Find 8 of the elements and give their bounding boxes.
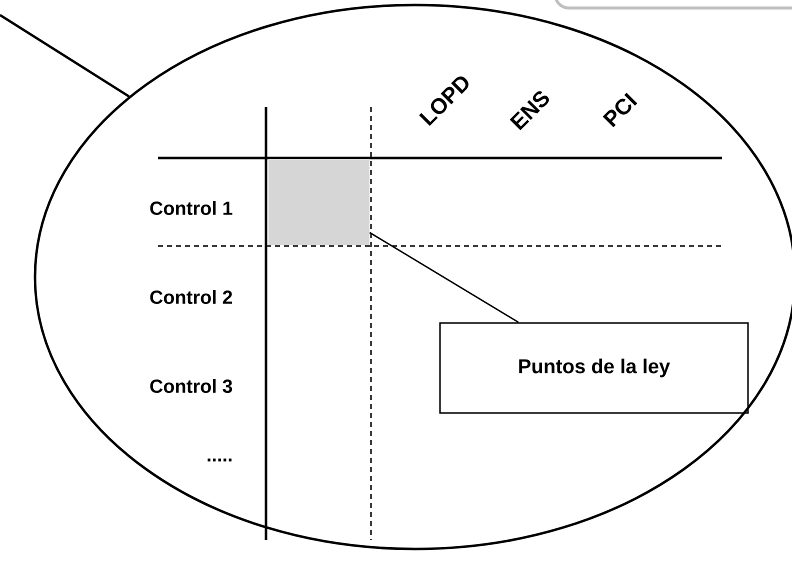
text-box: Puntos de la ley [439,322,749,414]
leader-line [369,232,519,323]
column-header: PCI [602,92,638,128]
shaded-cell [268,159,370,245]
row-label: Control 1 [150,201,232,215]
row-label: Control 3 [150,379,232,393]
row-label: Control 2 [150,290,232,304]
row-label: ..... [208,458,232,462]
